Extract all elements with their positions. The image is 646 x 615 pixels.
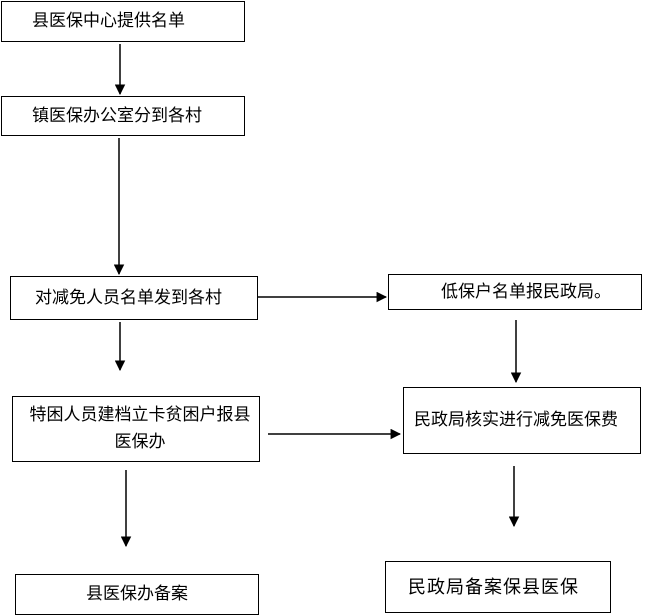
- node-reduction-list: 对减免人员名单发到各村: [10, 276, 258, 320]
- node-civil-verify: 民政局核实进行减免医保费: [403, 387, 641, 454]
- node-town-office-label: 镇医保办公室分到各村: [32, 105, 202, 126]
- node-civil-verify-label: 民政局核实进行减免医保费: [414, 410, 618, 430]
- node-dibao-list: 低保户名单报民政局。: [388, 274, 642, 310]
- node-county-record-label: 县医保办备案: [86, 584, 188, 604]
- node-dibao-list-label: 低保户名单报民政局。: [441, 281, 611, 302]
- node-special-poverty-label: 特困人员建档立卡贫困户报县医保办: [29, 405, 251, 452]
- node-civil-record: 民政局备案保县医保: [385, 561, 611, 613]
- node-special-poverty: 特困人员建档立卡贫困户报县医保办: [12, 396, 260, 462]
- node-county-center-label: 县医保中心提供名单: [32, 11, 185, 31]
- node-town-office: 镇医保办公室分到各村: [1, 96, 245, 136]
- node-county-record: 县医保办备案: [15, 574, 259, 615]
- node-county-center: 县医保中心提供名单: [1, 1, 245, 42]
- node-civil-record-label: 民政局备案保县医保: [408, 576, 579, 598]
- node-reduction-list-label: 对减免人员名单发到各村: [35, 287, 222, 308]
